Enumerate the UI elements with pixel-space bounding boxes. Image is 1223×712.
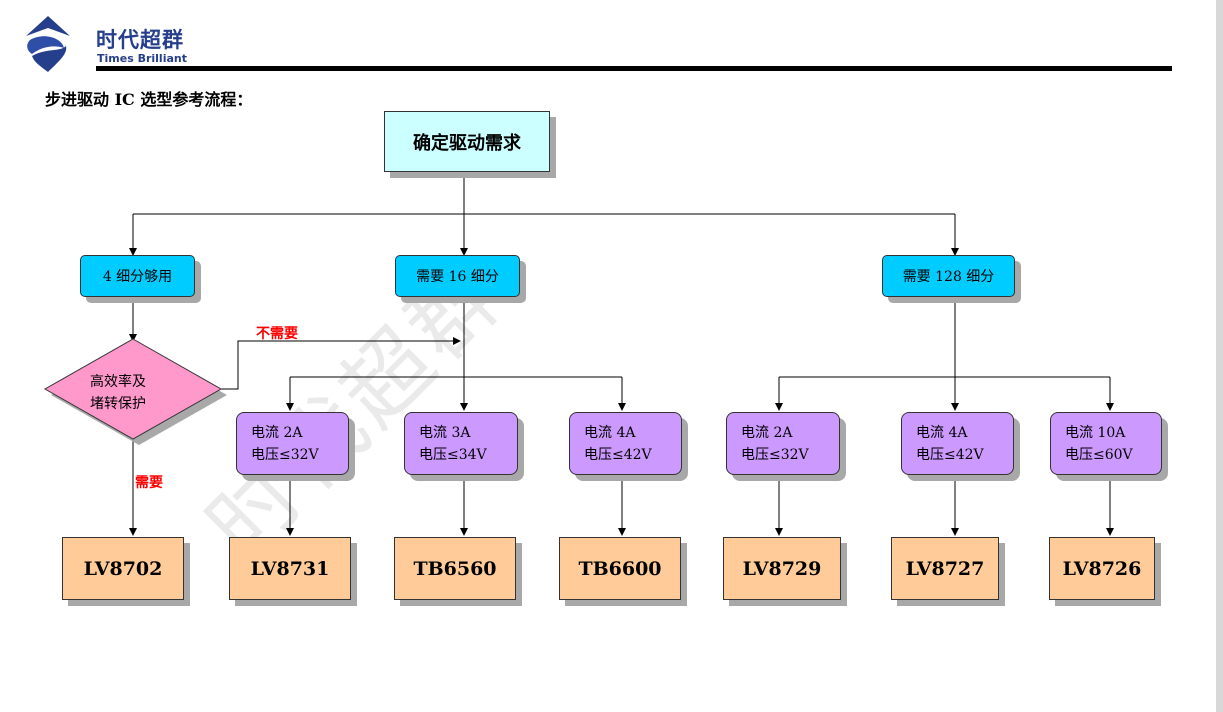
- chip-tb6600: TB6600: [559, 537, 681, 600]
- spec-current: 电流 3A: [419, 425, 471, 441]
- spec-node: 电流 3A 电压≤34V: [404, 412, 518, 475]
- spec-node: 电流 2A 电压≤32V: [726, 412, 840, 475]
- label-needed: 需要: [135, 475, 163, 491]
- spec-voltage: 电压≤32V: [251, 447, 319, 463]
- requirement-128-subdivision: 需要 128 细分: [882, 255, 1015, 297]
- chip-tb6560: TB6560: [394, 537, 516, 600]
- spec-voltage: 电压≤34V: [419, 447, 487, 463]
- spec-current: 电流 4A: [584, 425, 636, 441]
- spec-current: 电流 10A: [1065, 425, 1126, 441]
- label-not-needed: 不需要: [256, 326, 298, 342]
- chip-lv8731: LV8731: [229, 537, 351, 600]
- spec-current: 电流 4A: [916, 425, 968, 441]
- spec-voltage: 电压≤42V: [584, 447, 652, 463]
- spec-current: 电流 2A: [741, 425, 793, 441]
- decision-line-2: 堵转保护: [90, 396, 146, 412]
- header-rule: [96, 66, 1172, 71]
- decision-label: 高效率及 堵转保护: [90, 371, 146, 415]
- chip-lv8702: LV8702: [62, 537, 184, 600]
- spec-node: 电流 4A 电压≤42V: [569, 412, 682, 475]
- brand-name-en: Times Brilliant: [97, 52, 187, 65]
- spec-node: 电流 10A 电压≤60V: [1050, 412, 1162, 475]
- spec-node: 电流 4A 电压≤42V: [901, 412, 1014, 475]
- spec-voltage: 电压≤42V: [916, 447, 984, 463]
- requirement-4-subdivision: 4 细分够用: [80, 255, 195, 297]
- chip-lv8727: LV8727: [891, 537, 999, 600]
- page-title: 步进驱动 IC 选型参考流程：: [45, 90, 253, 109]
- spec-voltage: 电压≤32V: [741, 447, 809, 463]
- requirement-16-subdivision: 需要 16 细分: [395, 255, 520, 297]
- decision-line-1: 高效率及: [90, 374, 146, 390]
- brand-name-cn: 时代超群: [96, 28, 184, 52]
- start-node: 确定驱动需求: [384, 111, 550, 172]
- spec-voltage: 电压≤60V: [1065, 447, 1133, 463]
- chip-lv8729: LV8729: [723, 537, 841, 600]
- times-brilliant-logo-icon: [26, 16, 70, 72]
- spec-current: 电流 2A: [251, 425, 303, 441]
- page-edge: [1216, 0, 1223, 712]
- chip-lv8726: LV8726: [1049, 537, 1155, 600]
- spec-node: 电流 2A 电压≤32V: [236, 412, 349, 475]
- decision-diamond: [43, 338, 223, 440]
